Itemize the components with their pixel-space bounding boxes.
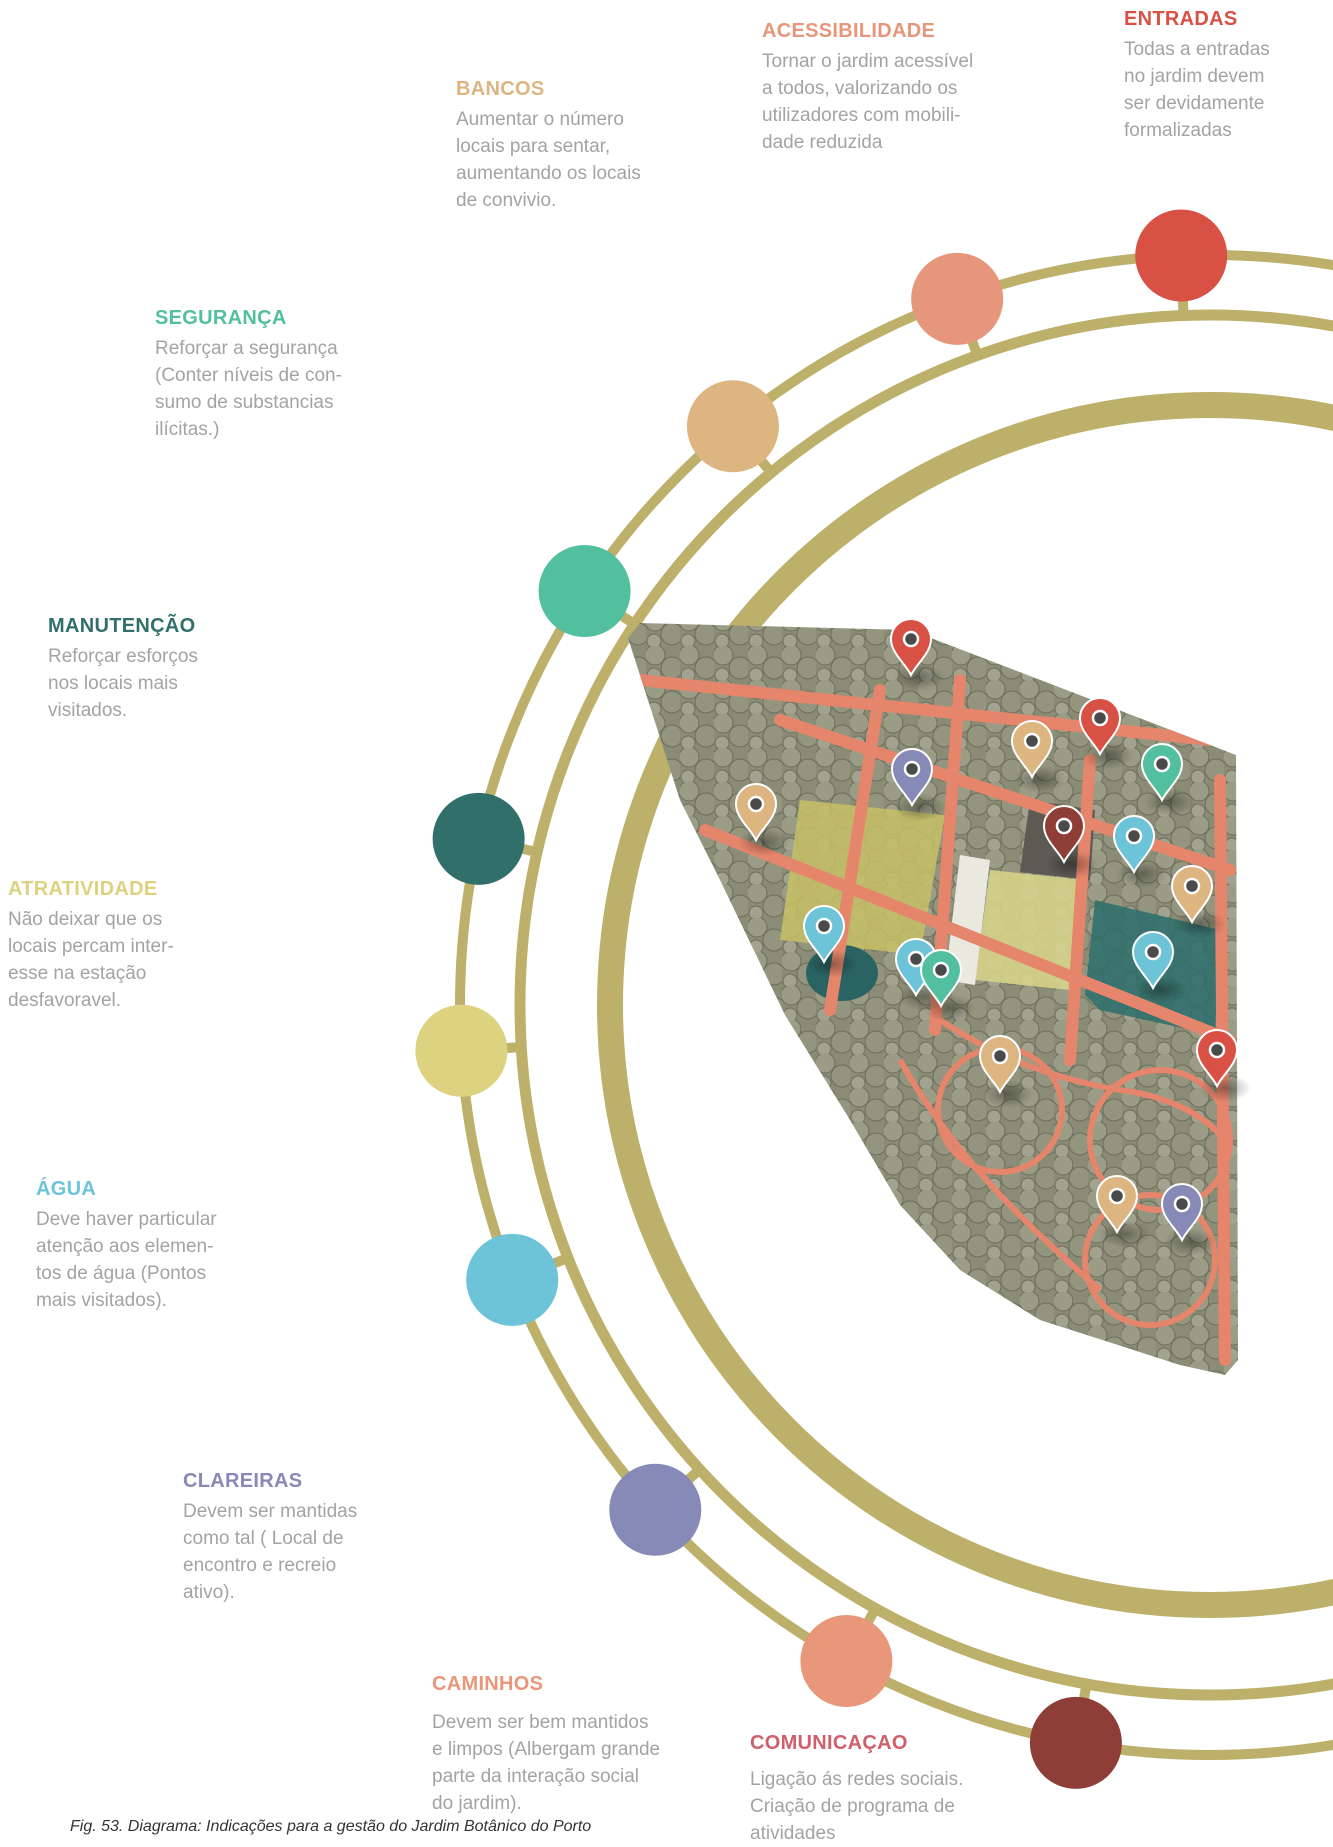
acessibilidade-title: ACESSIBILIDADE [762, 20, 936, 42]
maze [945, 855, 990, 985]
atratividade-title: ATRATIVIDADE [8, 878, 158, 900]
map-pin-clareiras [1160, 1183, 1216, 1256]
label-atratividade: ATRATIVIDADE Não deixar que os locais pe… [8, 878, 174, 1014]
parterre [975, 870, 1085, 990]
bancos-title: BANCOS [456, 78, 545, 100]
entradas-title: ENTRADAS [1124, 8, 1238, 30]
seguranca-title: SEGURANÇA [155, 307, 287, 329]
map-pin-bancos [978, 1035, 1034, 1108]
bancos-description: Aumentar o número locais para sentar, au… [456, 109, 641, 211]
label-acessibilidade: ACESSIBILIDADE Tornar o jardim acessível… [762, 20, 973, 156]
acessibilidade-description: Tornar o jardim acessível a todos, valor… [762, 51, 974, 153]
agua-description: Deve haver particular atenção aos elemen… [36, 1209, 217, 1311]
category-nodes [415, 209, 1228, 1789]
center-ring [597, 392, 1333, 1618]
map-pin-bancos [734, 783, 790, 856]
manutencao-description: Reforçar esforços nos locais mais visita… [48, 646, 198, 721]
agua-title: ÁGUA [36, 1178, 97, 1200]
entradas-description: Todas a entradas no jardim devem ser dev… [1124, 39, 1270, 141]
label-bancos: BANCOS Aumentar o número locais para sen… [456, 78, 641, 214]
caminhos-description: Devem ser bem mantidos e limpos (Alberga… [432, 1712, 661, 1814]
label-comunicacao: COMUNICAÇAO Ligação ás redes sociais. Cr… [750, 1732, 963, 1847]
node-acessibilidade [911, 252, 1004, 345]
clareiras-title: CLAREIRAS [183, 1470, 303, 1492]
node-comunicacao [1029, 1696, 1122, 1789]
node-seguranca [538, 545, 631, 638]
map-pin-bancos [1170, 865, 1226, 938]
map-pins [734, 618, 1251, 1256]
seguranca-description: Reforçar a segurança (Conter níveis de c… [155, 338, 342, 440]
inner-ring [514, 309, 1333, 1701]
node-agua [466, 1233, 559, 1326]
node-caminhos [800, 1614, 893, 1707]
map-pin-seguranca [1140, 743, 1196, 816]
map-pin-clareiras [890, 748, 946, 821]
label-seguranca: SEGURANÇA Reforçar a segurança (Conter n… [155, 307, 342, 443]
map-pin-bancos [1010, 720, 1066, 793]
label-clareiras: CLAREIRAS Devem ser mantidas como tal ( … [183, 1470, 357, 1606]
map-pin-entradas [1195, 1029, 1251, 1102]
caminhos-title: CAMINHOS [432, 1673, 544, 1695]
atratividade-description: Não deixar que os locais percam inter- e… [8, 909, 174, 1011]
node-bancos [686, 380, 779, 473]
figure-caption: Fig. 53. Diagrama: Indicações para a ges… [70, 1818, 592, 1835]
map-pin-agua [1112, 815, 1168, 888]
label-entradas: ENTRADAS Todas a entradas no jardim deve… [1124, 8, 1270, 144]
node-manutencao [432, 792, 525, 885]
map-pin-comunicacao [1042, 805, 1098, 878]
node-entradas [1135, 209, 1228, 302]
comunicacao-description: Ligação ás redes sociais. Criação de pro… [750, 1769, 964, 1844]
label-caminhos: CAMINHOS Devem ser bem mantidos e limpos… [432, 1673, 660, 1817]
label-manutencao: MANUTENÇÃO Reforçar esforços nos locais … [48, 615, 198, 724]
label-agua: ÁGUA Deve haver particular atenção aos e… [36, 1178, 217, 1314]
map-pin-entradas [1078, 697, 1134, 770]
clareiras-description: Devem ser mantidas como tal ( Local de e… [183, 1501, 358, 1603]
map-pin-seguranca [919, 949, 975, 1022]
map-pin-entradas [889, 618, 945, 691]
manutencao-title: MANUTENÇÃO [48, 615, 196, 637]
map-pin-agua [1131, 931, 1187, 1004]
comunicacao-title: COMUNICAÇAO [750, 1732, 908, 1754]
map-pin-bancos [1095, 1175, 1151, 1248]
map-pin-agua [802, 905, 858, 978]
node-clareiras [609, 1463, 702, 1556]
node-atratividade [415, 1004, 508, 1097]
